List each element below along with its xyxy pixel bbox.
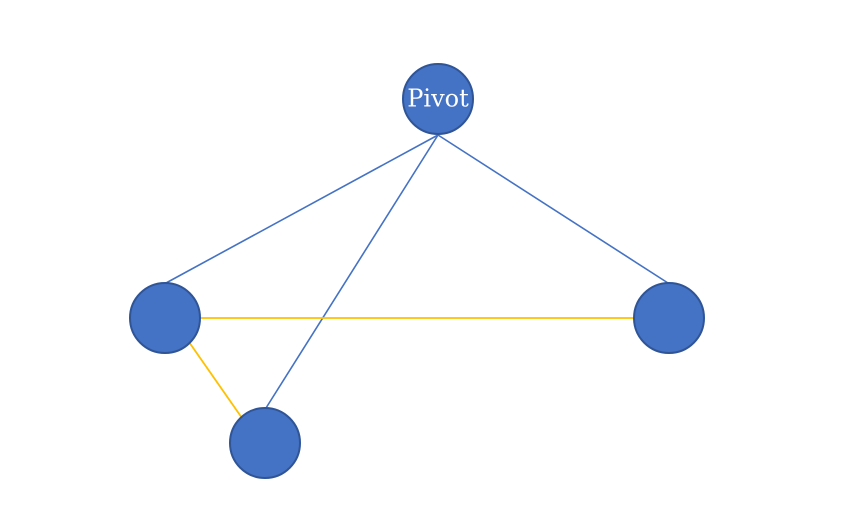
edges-layer [165,134,669,419]
node-left-circle [129,282,201,354]
edge-pivot-bottom [265,134,439,409]
node-right[interactable] [633,282,705,354]
node-pivot-circle [402,63,474,135]
edge-pivot-left [165,134,439,284]
node-bottom-circle [229,407,301,479]
edge-pivot-right [437,134,669,284]
node-right-circle [633,282,705,354]
node-pivot-label: Pivot [407,85,469,113]
nodes-layer: Pivot [129,63,705,479]
node-pivot[interactable]: Pivot [402,63,474,135]
node-left[interactable] [129,282,201,354]
node-bottom[interactable] [229,407,301,479]
edge-left-bottom [188,341,243,419]
